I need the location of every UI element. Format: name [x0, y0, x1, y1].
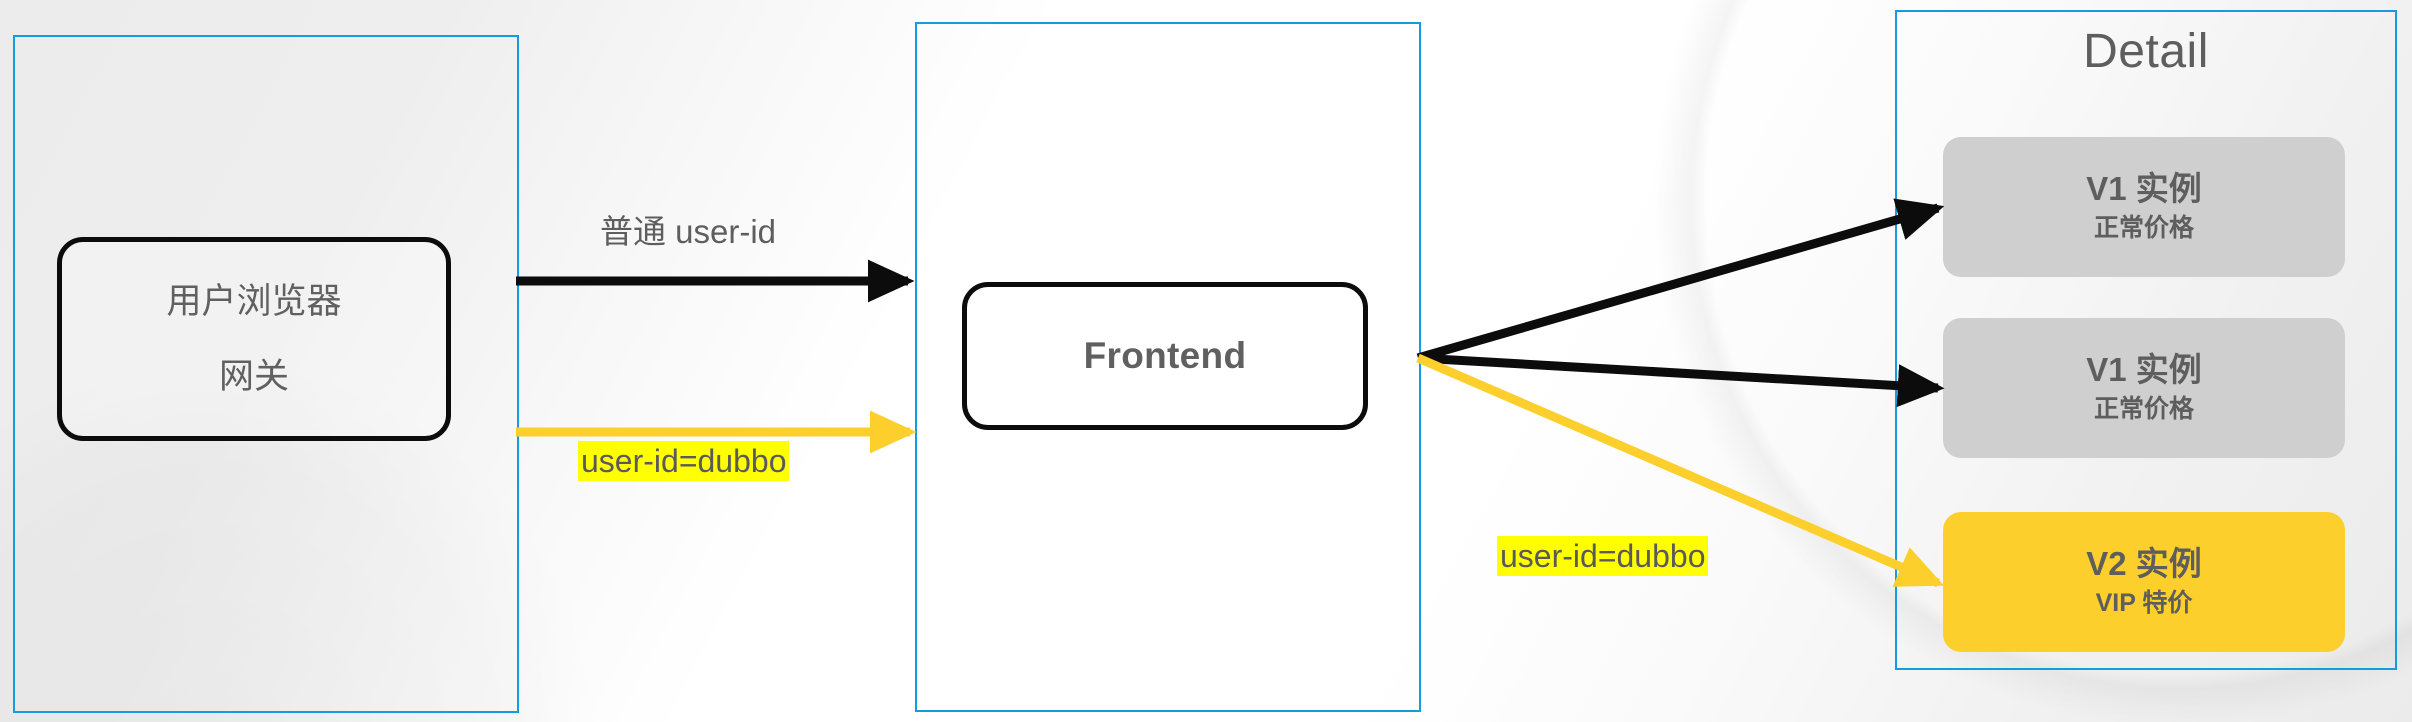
edge-label-dubbo-frontend: user-id=dubbo — [1497, 536, 1709, 576]
frontend-node[interactable]: Frontend — [962, 282, 1368, 430]
instance-card-v2[interactable]: V2 实例 VIP 特价 — [1943, 512, 2345, 652]
client-panel — [13, 35, 519, 713]
gateway-line-browser: 用户浏览器 — [166, 282, 342, 321]
edge-label-plain-user-id: 普通 user-id — [600, 213, 777, 250]
instance-subtitle: 正常价格 — [2093, 395, 2194, 424]
detail-panel-title: Detail — [2083, 25, 2209, 78]
instance-card-v1-a[interactable]: V1 实例 正常价格 — [1943, 137, 2345, 277]
arrow-frontend-to-instance-v1-a — [1416, 198, 1945, 363]
highlighted-text: user-id=dubbo — [1497, 536, 1709, 576]
edge-label-dubbo-gateway: user-id=dubbo — [578, 441, 790, 481]
gateway-line-gateway: 网关 — [218, 357, 289, 396]
user-browser-gateway-node[interactable]: 用户浏览器 网关 — [57, 237, 451, 441]
instance-title: V1 实例 — [2086, 169, 2202, 207]
highlighted-text: user-id=dubbo — [578, 441, 790, 481]
instance-title: V1 实例 — [2086, 350, 2202, 388]
instance-subtitle: VIP 特价 — [2095, 589, 2193, 618]
instance-title: V2 实例 — [2086, 544, 2202, 582]
frontend-label: Frontend — [1083, 335, 1247, 376]
instance-subtitle: 正常价格 — [2093, 214, 2194, 243]
instance-card-v1-b[interactable]: V1 实例 正常价格 — [1943, 318, 2345, 458]
arrow-frontend-to-instance-v1-b — [1417, 353, 1945, 408]
